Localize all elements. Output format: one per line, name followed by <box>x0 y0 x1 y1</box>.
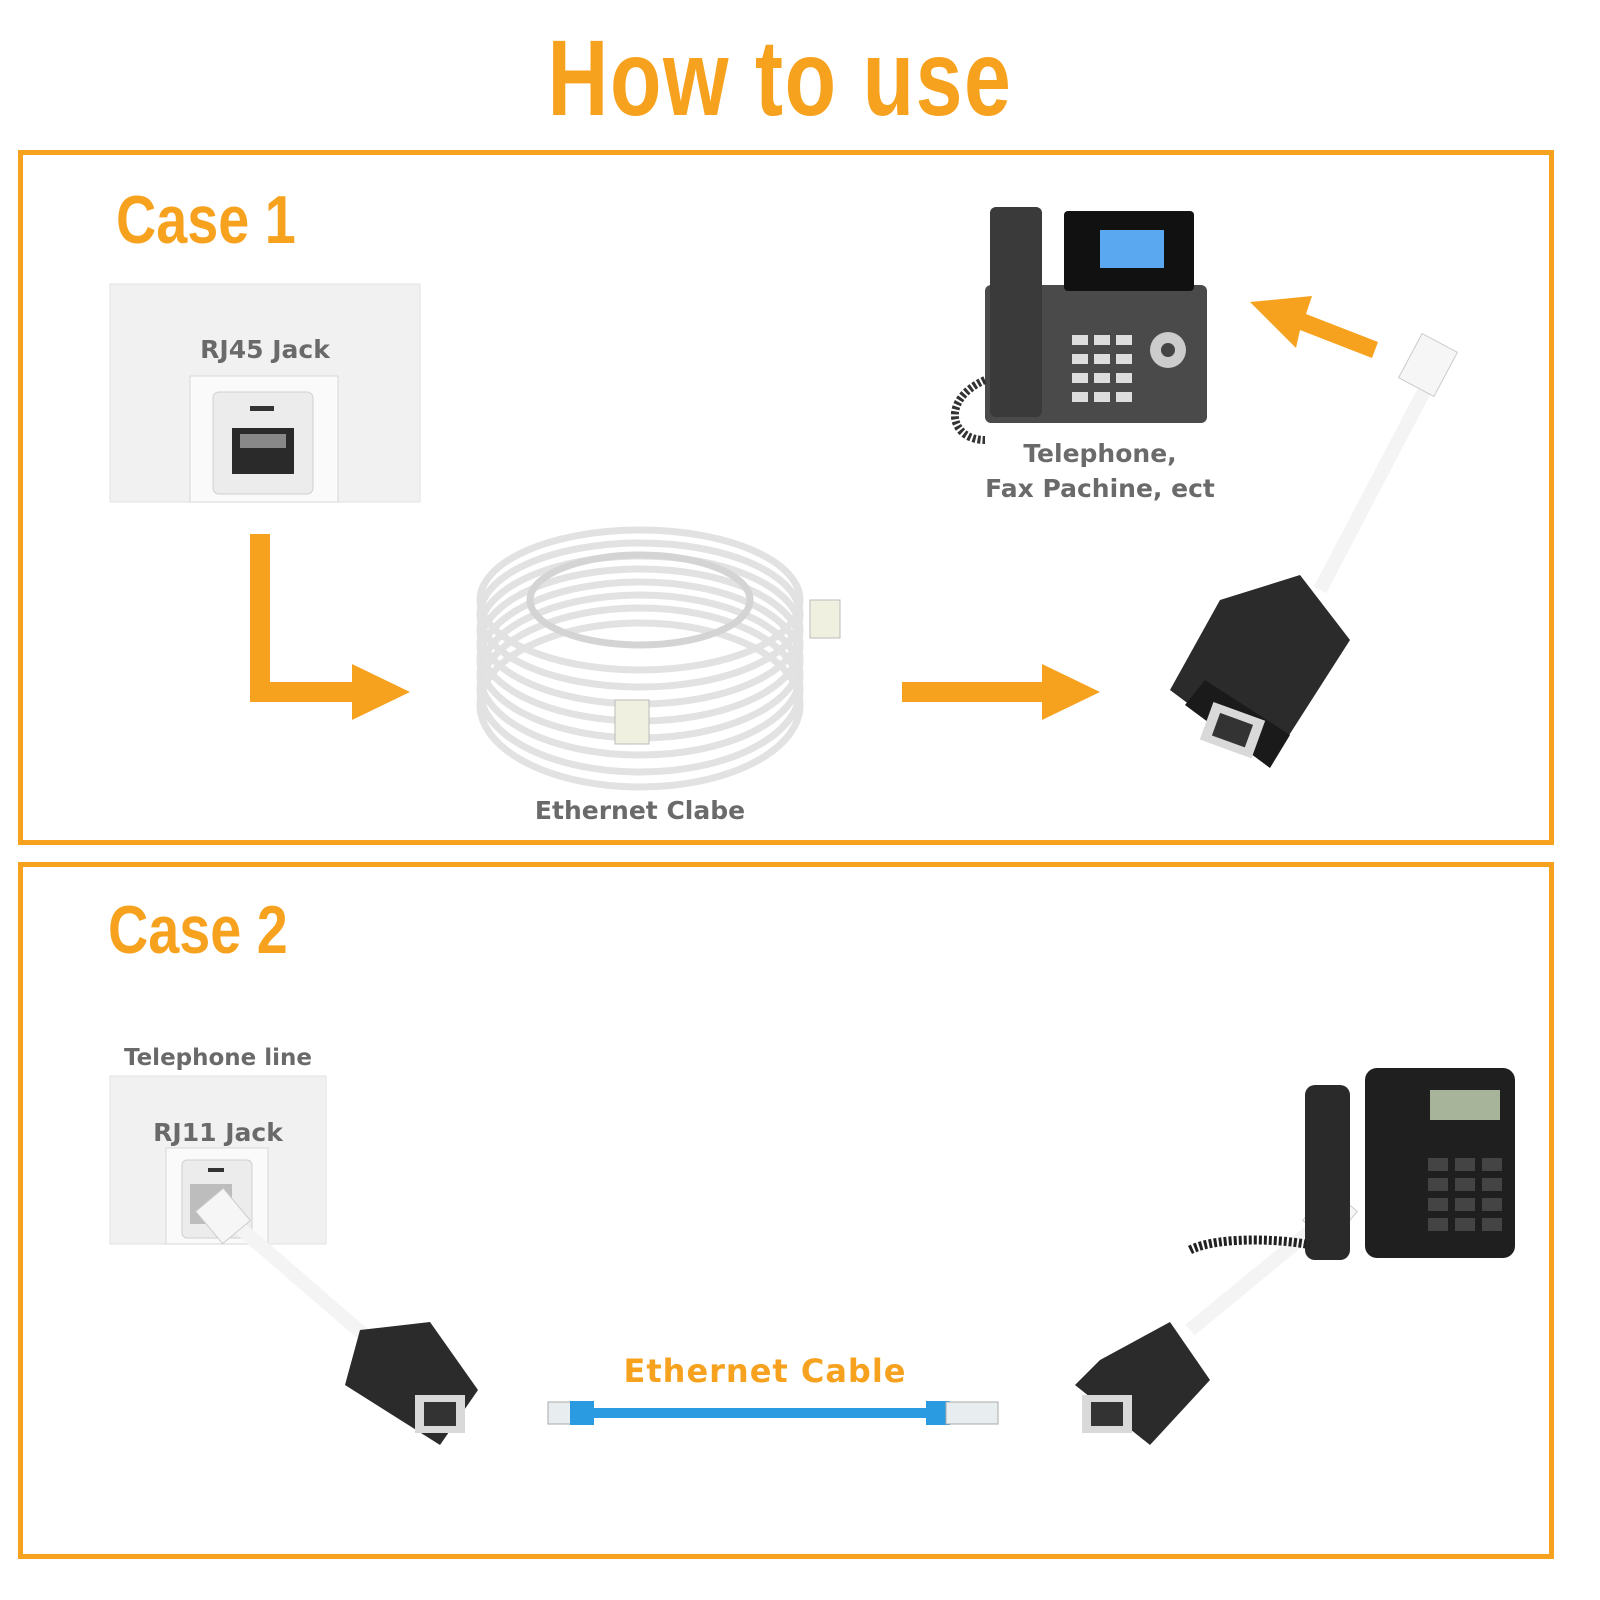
case-2-heading: Case 2 <box>108 892 288 968</box>
telephone-line-label: Telephone line <box>123 1045 313 1071</box>
rj45-plug <box>809 599 841 639</box>
arrow-right <box>902 664 1100 720</box>
case-2-panel <box>18 862 1554 1559</box>
ip-telephone <box>951 207 1207 444</box>
desk-telephone <box>1187 1068 1515 1260</box>
device-label-line2: Fax Pachine, ect <box>985 474 1215 503</box>
rj45-wall-plate <box>109 283 421 503</box>
blue-ethernet-cable <box>547 1401 999 1425</box>
rj45-jack-label: RJ45 Jack <box>200 335 330 364</box>
device-label-line1: Telephone, <box>1023 439 1177 468</box>
case-1-panel <box>18 150 1554 845</box>
case-1-heading: Case 1 <box>116 182 296 258</box>
rj11-rj45-adapter-left <box>195 1187 478 1445</box>
ethernet-cable-label: Ethernet Cable <box>623 1352 907 1390</box>
arrow-down-right <box>250 534 410 720</box>
ethernet-cable-coil <box>476 526 804 791</box>
arrow-up-left <box>1250 296 1378 358</box>
page-title: How to use <box>547 17 1013 138</box>
rj11-rj45-adapter <box>1170 332 1459 768</box>
rj11-jack-label: RJ11 Jack <box>153 1118 283 1147</box>
ethernet-cable-label: Ethernet Clabe <box>534 796 746 825</box>
rj45-plug <box>614 699 650 745</box>
